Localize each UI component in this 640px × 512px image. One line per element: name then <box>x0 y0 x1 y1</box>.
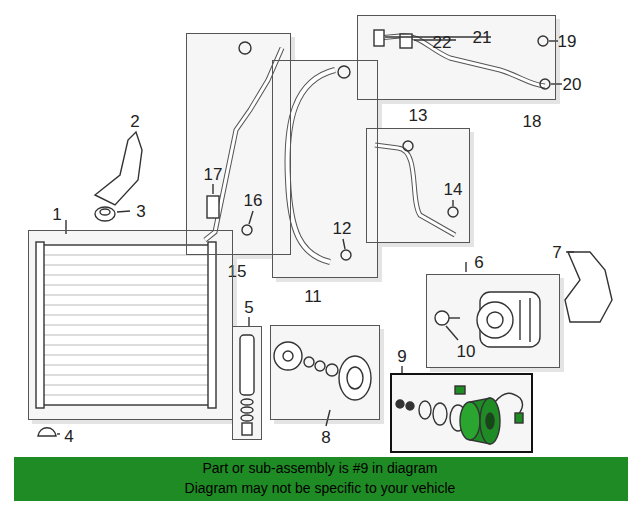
callout-number: 18 <box>523 113 542 130</box>
notice-text: Part or sub-assembly is #9 in diagram <box>203 461 438 476</box>
parts-group-box: 1 <box>28 230 233 420</box>
parts-group-box: 610 <box>426 274 560 368</box>
callout-number: 19 <box>558 33 577 50</box>
parts-group-box: 5 <box>232 326 262 440</box>
callout-number: 10 <box>457 343 476 360</box>
callout-number: 20 <box>563 76 582 93</box>
callout-number: 6 <box>474 254 483 271</box>
callout-number: 11 <box>304 288 322 305</box>
parts-group-box: 8 <box>270 325 380 420</box>
parts-group-box: 1314 <box>366 128 470 243</box>
callout-number: 21 <box>473 29 492 46</box>
callout-number: 5 <box>244 299 253 316</box>
parts-group-box: 151716 <box>186 33 291 255</box>
callout-number: 9 <box>397 348 406 365</box>
callout-number: 12 <box>333 220 352 237</box>
callout-number: 8 <box>321 429 330 446</box>
callout-number: 4 <box>64 428 73 445</box>
callout-number: 3 <box>136 203 145 220</box>
notice-band: Part or sub-assembly is #9 in diagramDia… <box>14 457 628 501</box>
callout-number: 22 <box>433 34 452 51</box>
callout-number: 14 <box>444 181 463 198</box>
parts-group-box: 1211 <box>272 60 378 278</box>
callout-number: 7 <box>552 244 561 261</box>
highlight-box: 9 <box>390 373 533 453</box>
callout-number: 17 <box>204 166 223 183</box>
callout-number: 16 <box>244 192 263 209</box>
callout-number: 13 <box>409 107 428 124</box>
notice-text: Diagram may not be specific to your vehi… <box>185 481 456 496</box>
callout-number: 1 <box>52 206 61 223</box>
parts-group-box: 2122192018 <box>357 15 556 100</box>
callout-number: 15 <box>228 263 247 280</box>
callout-number: 2 <box>130 113 139 130</box>
